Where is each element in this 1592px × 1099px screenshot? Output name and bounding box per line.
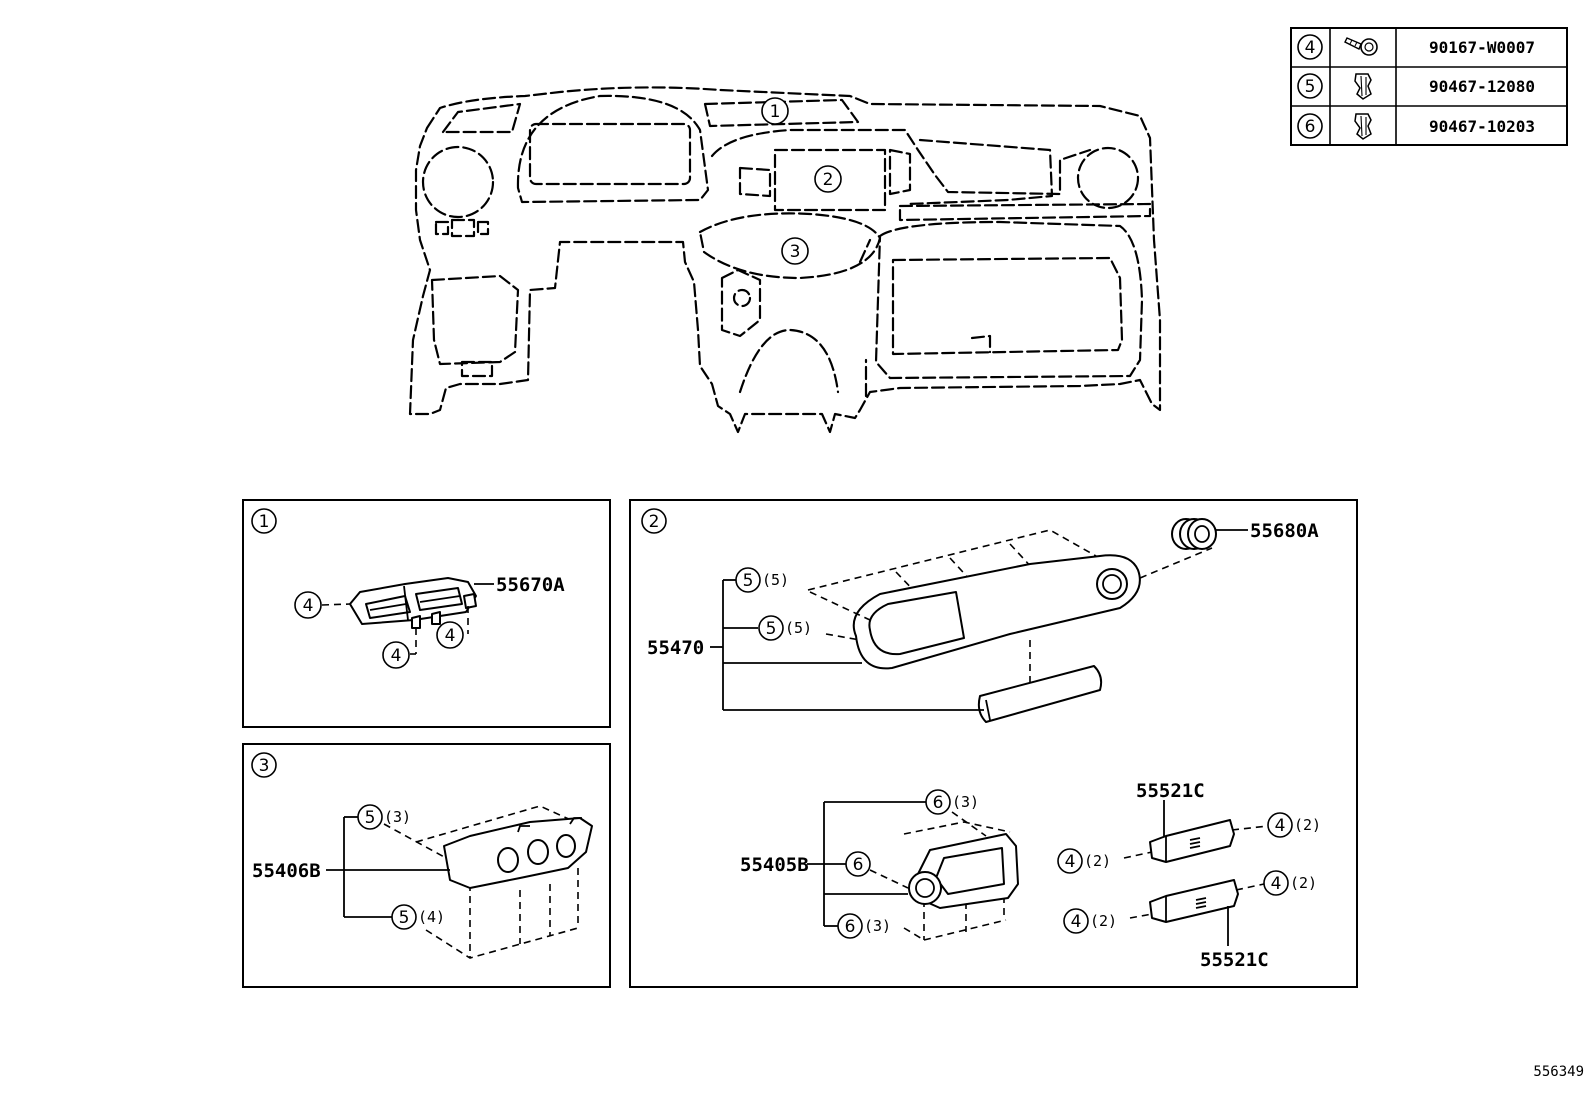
fastener-qty: (3) [384,808,411,826]
svg-text:3: 3 [790,242,801,262]
fastener-ref: 4 [1305,38,1316,58]
fastener-callout-6[interactable] [837,913,863,939]
fastener-callout-4[interactable] [1267,812,1293,838]
fastener-qty: (3) [864,917,891,935]
overview-callout-3[interactable]: 3 [781,237,809,265]
fastener-callout-5[interactable] [758,615,784,641]
fastener-part-number: 90167-W0007 [1429,38,1535,57]
detail-panel-1: 1 55670A 4 4 4 [242,499,611,728]
fastener-ref-circle [1297,73,1323,99]
fastener-callout-5[interactable] [357,804,383,830]
fastener-qty: (3) [952,793,979,811]
svg-text:6: 6 [853,855,864,875]
fastener-table-frame [1290,27,1568,146]
panel-number-circle [251,752,277,778]
fastener-part-number: 90467-10203 [1429,117,1535,136]
fastener-qty: (2) [1294,816,1321,834]
clip-icon [1354,113,1372,140]
svg-text:1: 1 [770,102,781,122]
sub-panel-part[interactable] [908,833,1019,909]
fastener-callout-6[interactable] [845,851,871,877]
svg-text:4: 4 [303,596,314,616]
part-label-55670A: 55670A [496,574,565,596]
svg-text:4: 4 [1065,852,1076,872]
svg-text:4: 4 [1275,816,1286,836]
fastener-qty: (5) [785,619,812,637]
fastener-qty: (2) [1090,912,1117,930]
panel-3-frame [242,743,611,988]
fastener-qty: (4) [418,908,445,926]
lower-center-panel-part[interactable] [443,817,593,889]
panel-number-circle [641,508,667,534]
fastener-row: 6 90467-10203 [1297,113,1535,140]
cluster-finish-panel-part[interactable] [852,554,1141,670]
fastener-table: 4 90167-W0007 5 90467-12080 6 [1290,27,1568,146]
fastener-callout-4[interactable] [294,591,322,619]
fastener-callout-6[interactable] [925,789,951,815]
fastener-ref-circle [1297,113,1323,139]
knob-part[interactable] [1171,518,1217,550]
detail-panel-2: 2 55680A 55470 [629,499,1358,988]
fastener-callout-4[interactable] [382,641,410,669]
fastener-callout-4[interactable] [1063,908,1089,934]
svg-text:4: 4 [391,646,402,666]
panel-number: 3 [259,756,270,776]
overview-callout-2[interactable]: 2 [814,165,842,193]
dashboard-outline [408,86,1162,434]
fastener-row: 4 90167-W0007 [1297,34,1535,60]
part-label-55680A: 55680A [1250,520,1319,542]
fastener-qty: (2) [1290,874,1317,892]
part-label-55406B: 55406B [252,860,321,882]
figure-number: 556349 [1533,1064,1584,1080]
svg-text:4: 4 [1271,874,1282,894]
panel-number: 1 [259,512,270,532]
fastener-qty: (2) [1084,852,1111,870]
part-label-55521C: 55521C [1200,949,1269,971]
part-label-55405B: 55405B [740,854,809,876]
fastener-ref: 6 [1305,117,1316,137]
part-label-55470: 55470 [647,637,704,659]
panel-2-frame [629,499,1358,988]
switch-base-upper-part[interactable] [1149,819,1235,863]
fastener-callout-5[interactable] [735,567,761,593]
center-vent-part[interactable] [349,577,477,629]
svg-text:5: 5 [399,908,410,928]
part-label-55521C: 55521C [1136,780,1205,802]
fastener-ref-circle [1297,34,1323,60]
panel-number-circle [251,508,277,534]
fastener-part-number: 90467-12080 [1429,77,1535,96]
fastener-callout-4[interactable] [436,621,464,649]
svg-text:5: 5 [766,619,777,639]
fastener-ref: 5 [1305,77,1316,97]
fastener-callout-5[interactable] [391,904,417,930]
fastener-callout-4[interactable] [1057,848,1083,874]
dashboard-overview: 1 2 3 [408,86,1162,434]
panel-number: 2 [649,512,660,532]
panel-1-frame [242,499,611,728]
switch-base-lower-part[interactable] [1149,879,1239,923]
detail-panel-3: 3 55406B 5 (3) 5 (4) [242,743,611,988]
svg-text:4: 4 [1071,912,1082,932]
svg-text:4: 4 [445,626,456,646]
svg-text:6: 6 [845,917,856,937]
fastener-qty: (5) [762,571,789,589]
overview-callout-1[interactable]: 1 [761,97,789,125]
svg-text:6: 6 [933,793,944,813]
lower-strip-part[interactable] [977,665,1103,723]
clip-icon [1354,73,1372,100]
svg-text:2: 2 [823,170,834,190]
svg-text:5: 5 [365,808,376,828]
screw-icon [1344,37,1378,56]
svg-text:5: 5 [743,571,754,591]
fastener-callout-4[interactable] [1263,870,1289,896]
fastener-row: 5 90467-12080 [1297,73,1535,100]
